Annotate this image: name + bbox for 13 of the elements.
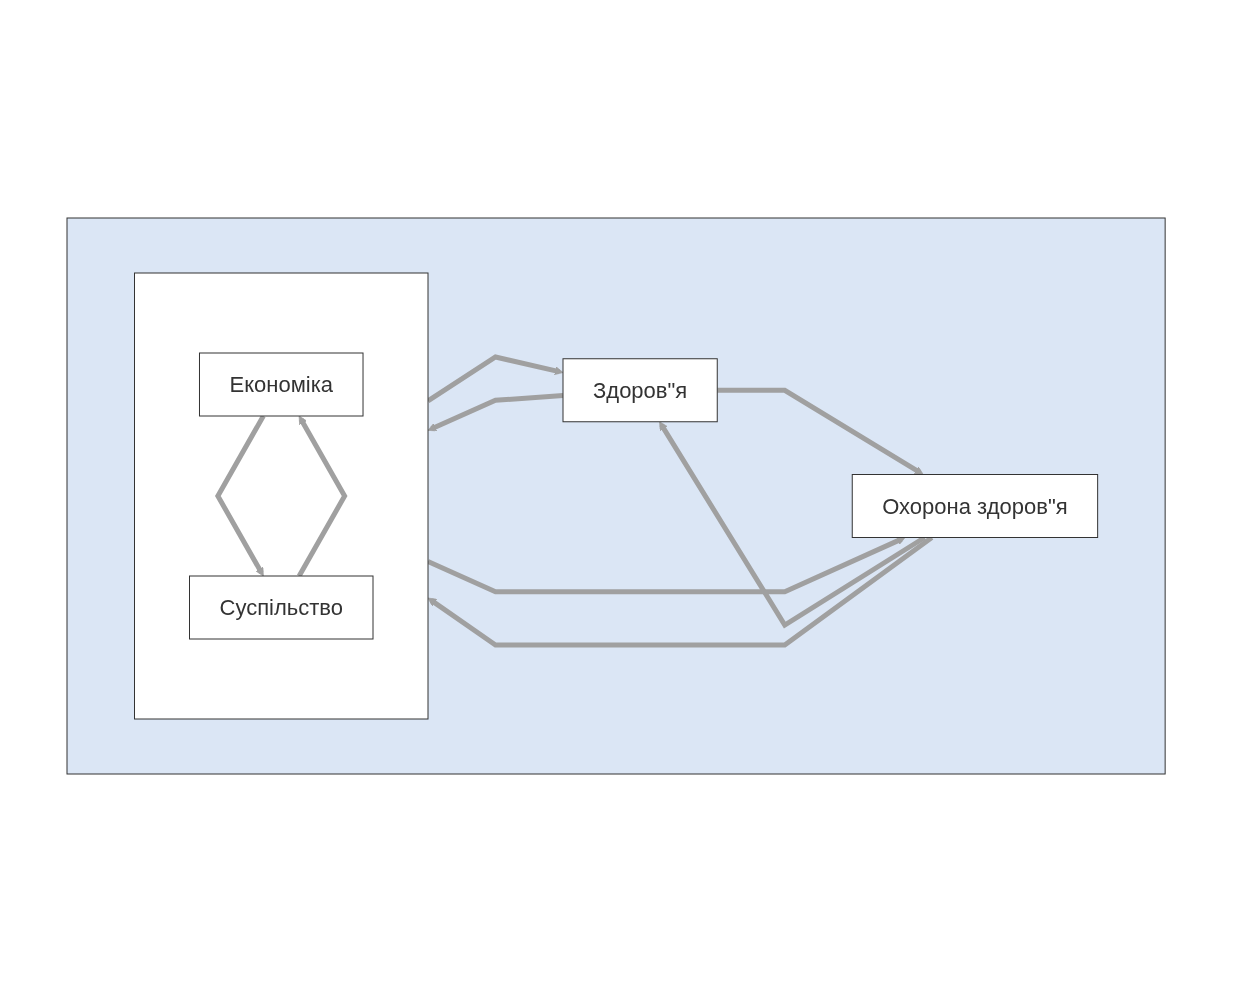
cluster: [134, 272, 429, 719]
node-box: Суспільство: [189, 575, 374, 639]
arrow: [297, 415, 348, 577]
node-box: Охорона здоров"я: [852, 473, 1099, 538]
arrow: [659, 420, 927, 628]
cluster: [66, 217, 1167, 774]
arrow: [215, 414, 266, 576]
arrow: [427, 353, 564, 403]
node-box: Здоров"я: [562, 357, 719, 422]
arrow: [428, 392, 564, 431]
node-box: Економіка: [199, 352, 364, 416]
arrow: [427, 536, 906, 594]
arrow: [717, 387, 924, 475]
